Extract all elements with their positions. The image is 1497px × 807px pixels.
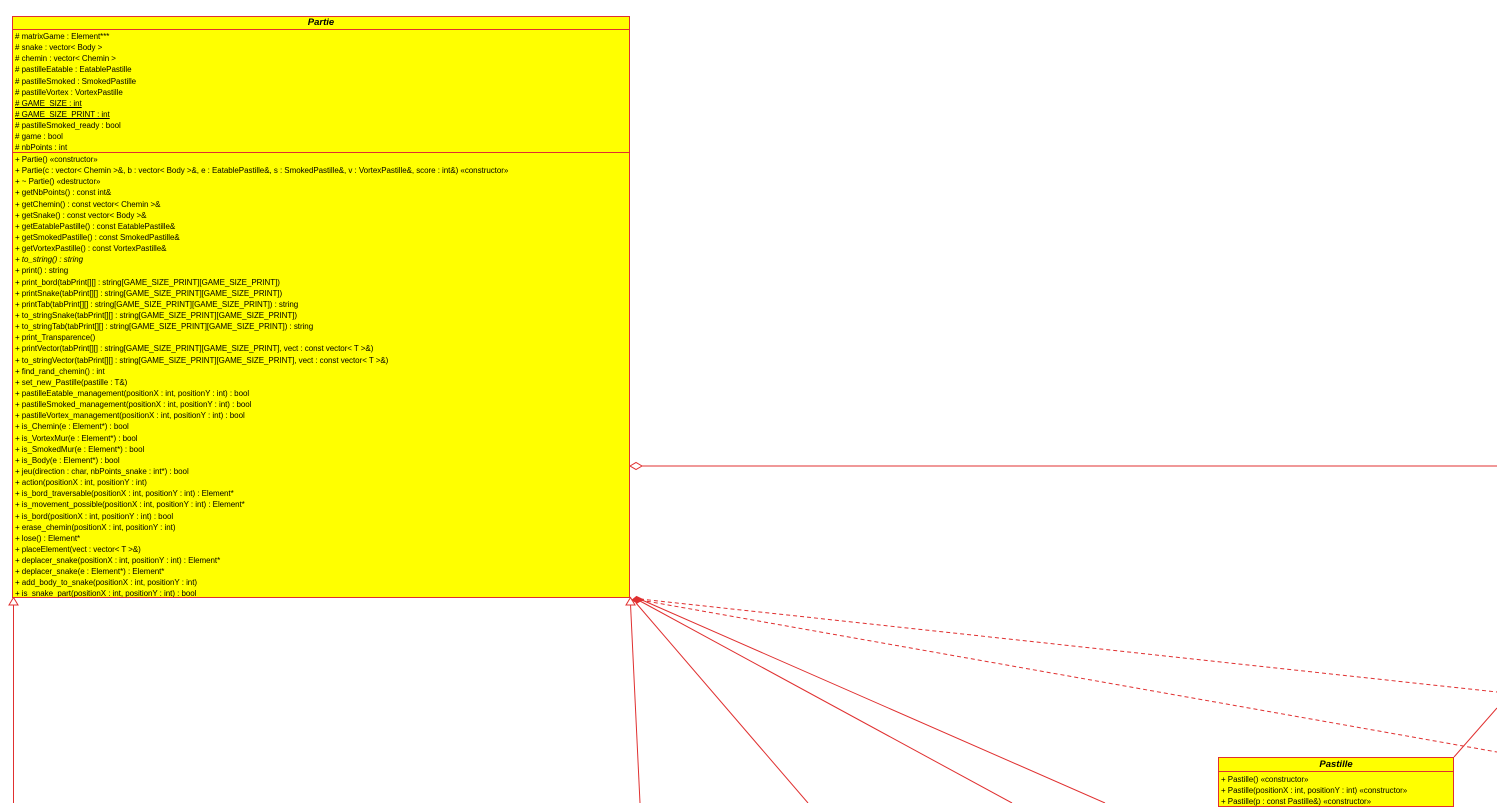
class-operation: + action(positionX : int, positionY : in… (15, 478, 147, 488)
inheritance-arrowhead-left (8, 596, 19, 606)
pastille-association-line (1453, 707, 1497, 758)
class-attribute: # GAME_SIZE : int (15, 98, 82, 108)
class-operation: + is_SmokedMur(e : Element*) : bool (15, 444, 145, 454)
class-operation: + to_stringSnake(tabPrint[][] : string[G… (15, 310, 297, 320)
class-operation: + jeu(direction : char, nbPoints_snake :… (15, 466, 189, 476)
class-attribute: # pastilleEatable : EatablePastille (15, 65, 132, 75)
class-operation: + Pastille(p : const Pastille&) «constru… (1221, 797, 1372, 807)
class-partie[interactable]: Partie # matrixGame : Element*** # snake … (12, 16, 630, 598)
class-operation: + add_body_to_snake(positionX : int, pos… (15, 578, 197, 588)
class-operation: + placeElement(vect : vector< T >&) (15, 544, 141, 554)
class-operation: + lose() : Element* (15, 533, 81, 543)
class-operation: + getSmokedPastille() : const SmokedPast… (15, 232, 180, 242)
class-partie-attributes: # matrixGame : Element*** # snake : vecto… (13, 30, 629, 153)
class-pastille[interactable]: Pastille + Pastille() «constructor»+ Pas… (1218, 757, 1454, 807)
class-attribute: # pastilleSmoked : SmokedPastille (15, 76, 137, 86)
class-operation: + to_string() : string (15, 255, 84, 265)
inheritance-arrowhead-corner (625, 596, 636, 606)
class-operation: + is_snake_part(positionX : int, positio… (15, 589, 197, 598)
class-operation: + getSnake() : const vector< Body >& (15, 210, 147, 220)
class-operation: + deplacer_snake(positionX : int, positi… (15, 556, 221, 566)
class-operation: + erase_chemin(positionX : int, position… (15, 522, 176, 532)
dependency-line-1 (639, 598, 1497, 693)
class-operation: + getChemin() : const vector< Chemin >& (15, 199, 161, 209)
class-attribute: # game : bool (15, 132, 63, 142)
class-attribute: # nbPoints : int (15, 143, 68, 153)
class-attribute: # snake : vector< Body > (15, 43, 103, 53)
class-operation: + ~ Partie() «destructor» (15, 177, 101, 187)
class-operation: + printVector(tabPrint[][] : string[GAME… (15, 344, 374, 354)
class-operation: + is_movement_possible(positionX : int, … (15, 500, 245, 510)
class-attribute: # GAME_SIZE_PRINT : int (15, 109, 110, 119)
class-pastille-name: Pastille (1219, 758, 1453, 772)
class-operation: + pastilleSmoked_management(positionX : … (15, 400, 252, 410)
class-operation: + print_bord(tabPrint[][] : string[GAME_… (15, 277, 280, 287)
class-operation: + is_VortexMur(e : Element*) : bool (15, 433, 138, 443)
class-attribute: # matrixGame : Element*** (15, 32, 110, 41)
class-operation: + print() : string (15, 266, 69, 276)
class-partie-operations: + Partie() «constructor» + Partie(c : vec… (13, 153, 629, 598)
class-attribute: # chemin : vector< Chemin > (15, 54, 116, 64)
class-operation: + to_stringVector(tabPrint[][] : string[… (15, 355, 389, 365)
class-attribute: # pastilleVortex : VortexPastille (15, 87, 123, 97)
composition-line-3 (641, 599, 1106, 803)
class-operation: + is_Body(e : Element*) : bool (15, 455, 120, 465)
class-operation: + is_bord(positionX : int, positionY : i… (15, 511, 174, 521)
class-operation: + Pastille() «constructor» (1221, 775, 1309, 784)
class-operation: + set_new_Pastille(pastille : T&) (15, 377, 128, 387)
class-operation: + find_rand_chemin() : int (15, 366, 105, 376)
composition-line-1 (635, 602, 809, 803)
class-operation: + Partie(c : vector< Chemin >&, b : vect… (15, 166, 509, 176)
class-operation: + is_Chemin(e : Element*) : bool (15, 422, 129, 432)
aggregation-diamond (629, 461, 643, 471)
class-operation: + print_Transparence() (15, 333, 96, 343)
class-operation: + pastilleVortex_management(positionX : … (15, 411, 245, 421)
class-partie-name: Partie (13, 17, 629, 30)
composition-diamond (631, 595, 645, 604)
dependency-line-2 (639, 599, 1497, 753)
class-attribute: # pastilleSmoked_ready : bool (15, 121, 121, 131)
class-operation: + getVortexPastille() : const VortexPast… (15, 244, 167, 254)
class-operation: + is_bord_traversable(positionX : int, p… (15, 489, 234, 499)
class-operation: + to_stringTab(tabPrint[][] : string[GAM… (15, 322, 314, 332)
composition-line-2 (639, 600, 1013, 803)
class-operation: + pastilleEatable_management(positionX :… (15, 388, 250, 398)
class-operation: + printSnake(tabPrint[][] : string[GAME_… (15, 288, 283, 298)
class-operation: + printTab(tabPrint[][] : string[GAME_SI… (15, 299, 299, 309)
class-operation: + deplacer_snake(e : Element*) : Element… (15, 567, 165, 577)
class-operation: + getNbPoints() : const int& (15, 188, 112, 198)
class-pastille-operations: + Pastille() «constructor» + Pastille(pos… (1219, 772, 1453, 807)
class-operation: + Partie() «constructor» (15, 155, 98, 164)
class-operation: + Pastille(positionX : int, positionY : … (1221, 786, 1408, 796)
class-operation: + getEatablePastille() : const EatablePa… (15, 221, 176, 231)
inheritance-line-down (630, 603, 641, 803)
